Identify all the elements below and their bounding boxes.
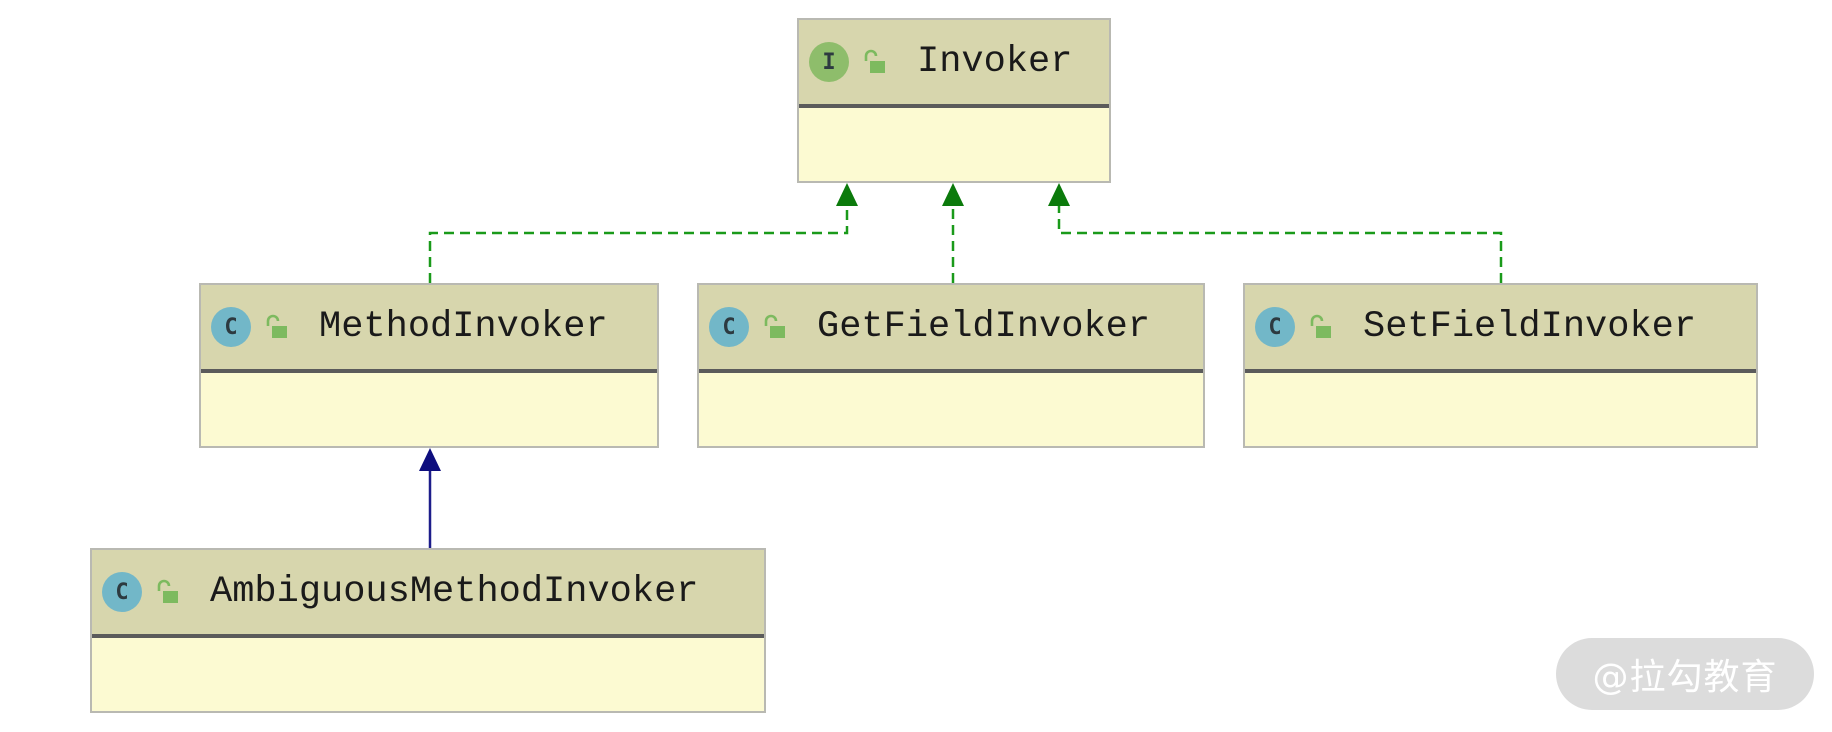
edge-ambiguousmethodinvoker-extends-methodinvoker xyxy=(419,448,441,548)
unlocked-icon xyxy=(1310,314,1331,338)
node-header: C MethodInvoker xyxy=(201,285,657,373)
arrowhead-icon xyxy=(942,183,964,206)
edge-setfieldinvoker-implements-invoker xyxy=(1048,183,1503,283)
node-name: SetFieldInvoker xyxy=(1363,306,1697,348)
arrowhead-icon xyxy=(1048,183,1070,206)
node-getfieldinvoker[interactable]: C GetFieldInvoker xyxy=(697,283,1205,448)
class-icon: C xyxy=(709,307,749,347)
unlocked-icon xyxy=(864,49,885,73)
unlocked-icon xyxy=(764,314,785,338)
unlocked-icon xyxy=(266,314,287,338)
node-methodinvoker[interactable]: C MethodInvoker xyxy=(199,283,659,448)
edge-getfieldinvoker-implements-invoker xyxy=(942,183,964,283)
class-icon: C xyxy=(211,307,251,347)
node-name: Invoker xyxy=(917,41,1073,83)
node-name: GetFieldInvoker xyxy=(817,306,1151,348)
watermark: @拉勾教育 xyxy=(1556,638,1814,710)
node-header: C GetFieldInvoker xyxy=(699,285,1203,373)
node-header: C SetFieldInvoker xyxy=(1245,285,1756,373)
node-header: I Invoker xyxy=(799,20,1109,108)
class-icon: C xyxy=(102,572,142,612)
edge-methodinvoker-implements-invoker xyxy=(428,183,858,283)
node-ambiguousmethodinvoker[interactable]: C AmbiguousMethodInvoker xyxy=(90,548,766,713)
arrowhead-icon xyxy=(419,448,441,471)
interface-icon: I xyxy=(809,42,849,82)
node-name: MethodInvoker xyxy=(319,306,608,348)
node-name: AmbiguousMethodInvoker xyxy=(210,571,699,613)
unlocked-icon xyxy=(157,579,178,603)
class-icon: C xyxy=(1255,307,1295,347)
node-setfieldinvoker[interactable]: C SetFieldInvoker xyxy=(1243,283,1758,448)
node-invoker[interactable]: I Invoker xyxy=(797,18,1111,183)
arrowhead-icon xyxy=(836,183,858,206)
node-header: C AmbiguousMethodInvoker xyxy=(92,550,764,638)
